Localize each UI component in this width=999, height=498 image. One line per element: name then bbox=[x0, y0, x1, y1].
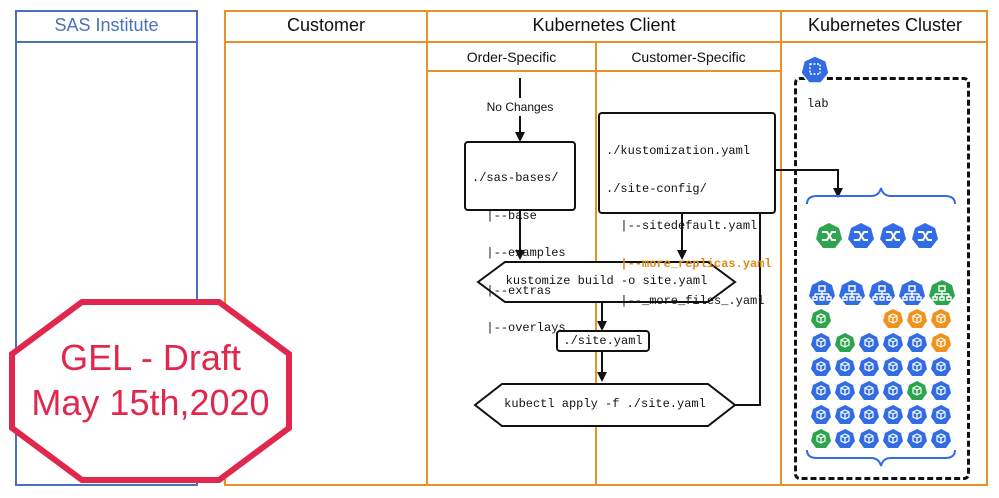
sas-bases-line: ./sas-bases/ bbox=[472, 171, 559, 185]
kubernetes-cluster-header: Kubernetes Cluster bbox=[807, 15, 963, 35]
bottom-brace bbox=[806, 449, 956, 467]
pod-icon bbox=[931, 405, 951, 424]
pod-icon bbox=[811, 357, 831, 376]
pod-icon bbox=[811, 429, 831, 448]
pod-icon bbox=[883, 309, 903, 328]
draft-stamp-line1: GEL - Draft bbox=[60, 337, 241, 378]
pod-icon bbox=[835, 429, 855, 448]
sas-bases-box: ./sas-bases/ |--base |--examples |--extr… bbox=[464, 141, 576, 334]
kubectl-apply-shape bbox=[473, 383, 737, 427]
sas-bases-line: |--base bbox=[472, 208, 537, 223]
pod-icon bbox=[931, 429, 951, 448]
pod-icon bbox=[907, 357, 927, 376]
service-row bbox=[808, 279, 958, 307]
header-divider bbox=[224, 41, 988, 43]
pod-icon bbox=[931, 381, 951, 400]
config-line-highlight: |--more_replicas.yaml bbox=[606, 256, 772, 271]
sas-bases-line: |--extras bbox=[472, 283, 552, 298]
subheader-divider bbox=[426, 70, 782, 72]
pod-icon bbox=[907, 309, 927, 328]
pod-icon bbox=[859, 405, 879, 424]
pod-icon bbox=[811, 333, 831, 352]
kubectl-apply-label: kubectl apply -f ./site.yaml bbox=[504, 397, 706, 411]
pod-icon bbox=[859, 429, 879, 448]
draft-stamp-line2: May 15th,2020 bbox=[31, 382, 270, 423]
customer-client-divider bbox=[426, 10, 428, 486]
config-line: |--sitedefault.yaml bbox=[606, 219, 758, 233]
draft-stamp-octagon bbox=[9, 299, 292, 483]
pod-icon bbox=[907, 333, 927, 352]
sas-institute-header: SAS Institute bbox=[54, 15, 159, 35]
no-changes-label: No Changes bbox=[470, 98, 570, 116]
pod-icon bbox=[811, 405, 831, 424]
customer-specific-header: Customer-Specific bbox=[631, 48, 746, 65]
site-yaml-box bbox=[556, 330, 650, 352]
pod-icon bbox=[859, 381, 879, 400]
pod-icon bbox=[907, 405, 927, 424]
service-icon bbox=[809, 280, 835, 305]
config-line: ./kustomization.yaml bbox=[606, 144, 751, 158]
pod-icon bbox=[859, 333, 879, 352]
ingress-icon bbox=[816, 223, 842, 248]
pod-icon bbox=[835, 381, 855, 400]
namespace-boundary bbox=[794, 77, 970, 480]
client-cluster-divider bbox=[780, 10, 782, 486]
kustomize-build-shape bbox=[476, 261, 737, 303]
service-icon bbox=[899, 280, 925, 305]
ingress-row bbox=[815, 222, 945, 250]
pod-icon bbox=[931, 357, 951, 376]
pod-icon bbox=[835, 333, 855, 352]
pod-icon bbox=[883, 333, 903, 352]
kubernetes-frame bbox=[224, 10, 988, 486]
sas-institute-column bbox=[15, 10, 198, 486]
pod-icon bbox=[811, 309, 831, 328]
pod-icon bbox=[883, 429, 903, 448]
config-line: ./site-config/ bbox=[606, 181, 707, 196]
ingress-icon bbox=[880, 223, 906, 248]
pod-icon bbox=[811, 381, 831, 400]
sas-header-divider bbox=[15, 41, 198, 43]
pod-icon bbox=[835, 357, 855, 376]
ingress-icon bbox=[848, 223, 874, 248]
service-icon bbox=[929, 280, 955, 305]
config-line: |--_more_files_.yaml bbox=[606, 294, 765, 308]
pod-icon bbox=[931, 309, 951, 328]
site-config-box: ./kustomization.yaml ./site-config/ |--s… bbox=[598, 112, 776, 307]
pod-icon bbox=[859, 357, 879, 376]
kustomize-build-label: kustomize build -o site.yaml bbox=[505, 274, 708, 288]
site-yaml-label: ./site.yaml bbox=[563, 334, 643, 348]
pod-icon bbox=[835, 405, 855, 424]
pod-icon bbox=[883, 405, 903, 424]
pod-icon bbox=[907, 381, 927, 400]
top-brace bbox=[806, 187, 956, 205]
service-icon bbox=[869, 280, 895, 305]
pod-icon bbox=[907, 429, 927, 448]
order-specific-header: Order-Specific bbox=[466, 48, 557, 65]
customer-header: Customer bbox=[286, 15, 366, 35]
ingress-icon bbox=[912, 223, 938, 248]
pod-icon bbox=[883, 357, 903, 376]
pod-icon bbox=[883, 381, 903, 400]
service-icon bbox=[839, 280, 865, 305]
kubernetes-client-header: Kubernetes Client bbox=[532, 15, 676, 35]
pod-grid bbox=[810, 308, 960, 453]
sas-bases-line: |--examples bbox=[472, 246, 566, 260]
pod-icon bbox=[931, 333, 951, 352]
namespace-icon bbox=[800, 55, 830, 84]
sas-bases-line: |--overlays bbox=[472, 321, 566, 335]
namespace-label: lab bbox=[807, 97, 829, 111]
